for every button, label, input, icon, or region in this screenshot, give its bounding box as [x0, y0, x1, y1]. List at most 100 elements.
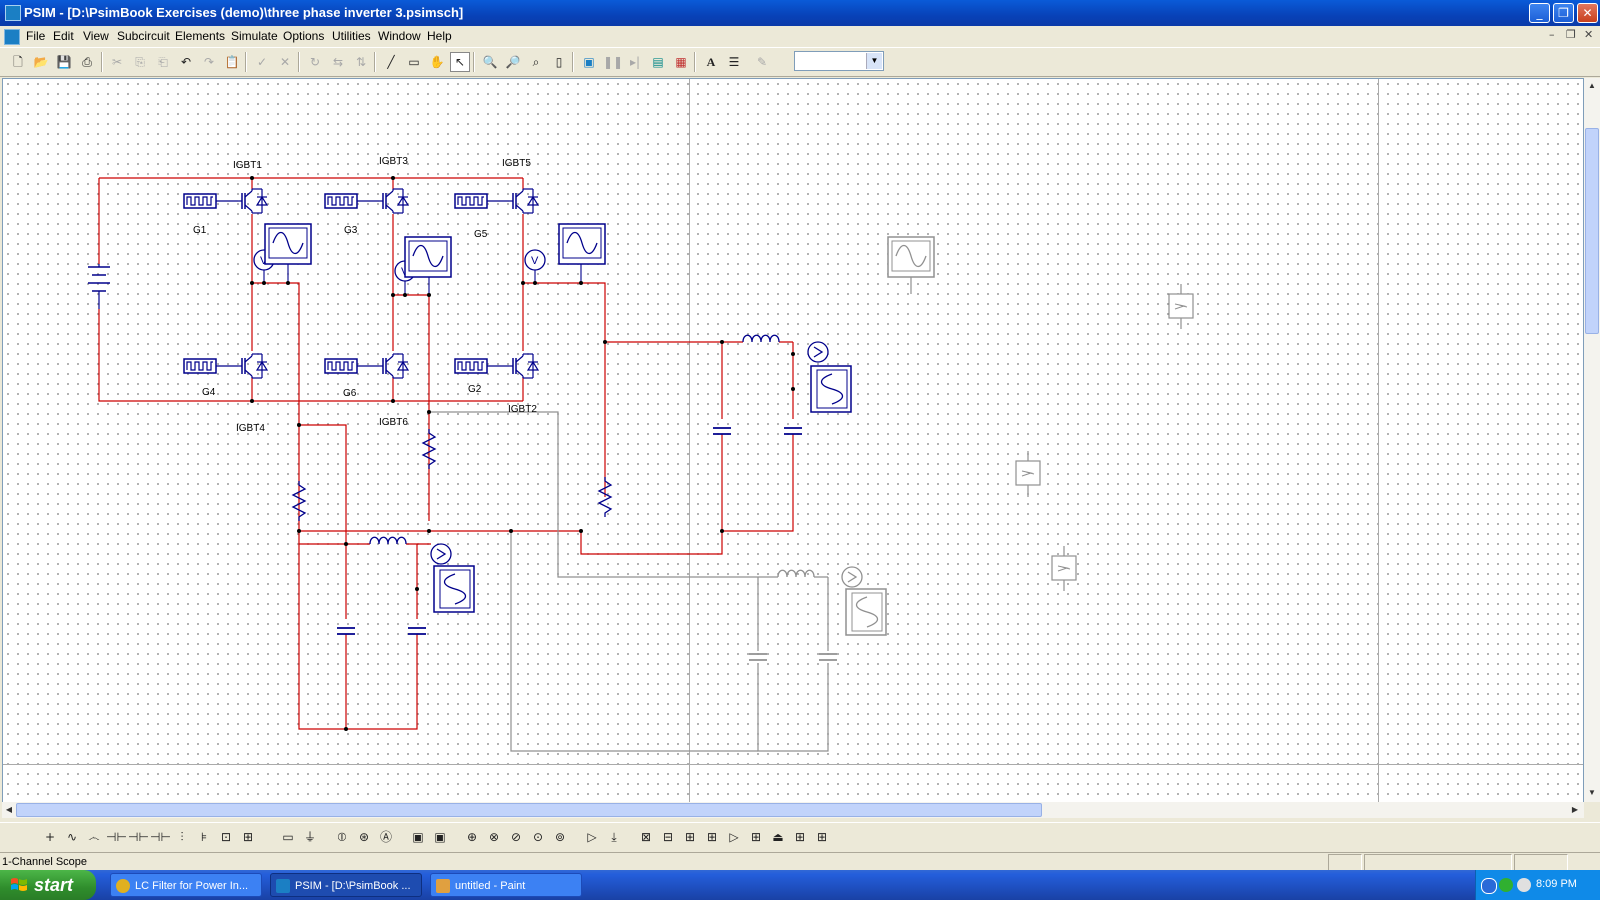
limiter-icon[interactable]: ⊚	[554, 830, 566, 844]
dropdown-arrow-icon[interactable]: ▼	[866, 53, 882, 69]
inductor-icon[interactable]: ෴	[88, 830, 100, 844]
redo-icon[interactable]: ↷	[203, 55, 215, 69]
gate-icon[interactable]: ⊘	[510, 830, 522, 844]
menu-file[interactable]: File	[26, 29, 46, 43]
scroll-left-icon[interactable]: ◀	[5, 805, 13, 814]
op-amp-icon[interactable]: ⊗	[488, 830, 500, 844]
text-icon[interactable]: A	[706, 55, 716, 69]
mdi-close-button[interactable]: ✕	[1584, 28, 1594, 41]
document-icon[interactable]	[4, 29, 20, 45]
scroll-up-icon[interactable]: ▲	[1588, 81, 1596, 90]
save-icon[interactable]: 💾	[56, 55, 72, 69]
print-icon[interactable]: ⎙	[82, 55, 92, 69]
page-icon[interactable]: ▯	[555, 55, 563, 69]
probe-icon[interactable]: ⊕	[466, 830, 478, 844]
rlc-icon[interactable]: ⊣⊢	[128, 830, 149, 844]
menu-view[interactable]: View	[83, 29, 109, 43]
new-icon[interactable]: 🗋	[13, 55, 23, 69]
diode-icon[interactable]: ⊣⊢	[150, 830, 171, 844]
minimize-button[interactable]: _	[1529, 3, 1550, 23]
maximize-button[interactable]: ❐	[1553, 3, 1574, 23]
select-icon[interactable]: ↖	[450, 52, 470, 72]
clipboard-icon[interactable]: 📋	[224, 55, 240, 69]
taskbar-item-lc-filter[interactable]: LC Filter for Power In...	[110, 873, 262, 897]
copy-icon[interactable]: ⎘	[135, 55, 145, 69]
scroll-right-icon[interactable]: ▶	[1571, 805, 1579, 814]
pi-controller-icon[interactable]: ▷	[587, 830, 597, 844]
zoom-out-icon[interactable]: 🔎	[505, 55, 521, 69]
divider-icon[interactable]: ⊟	[662, 830, 674, 844]
menu-help[interactable]: Help	[427, 29, 452, 43]
delay-icon[interactable]: ▷	[729, 830, 739, 844]
cross-icon[interactable]: ✕	[279, 55, 291, 69]
rotate-icon[interactable]: ↻	[309, 55, 321, 69]
dc-source-icon[interactable]: ⏚	[303, 830, 316, 844]
step-icon[interactable]: ▸|	[629, 55, 641, 69]
horizontal-scroll-thumb[interactable]	[16, 803, 1042, 817]
ac-source-icon[interactable]: ⦶	[337, 830, 347, 844]
sampler-icon[interactable]: ⊞	[706, 830, 718, 844]
scroll-down-icon[interactable]: ▼	[1588, 788, 1596, 797]
thyristor-icon[interactable]: ⫶	[180, 830, 184, 844]
menu-elements[interactable]: Elements	[175, 29, 226, 43]
zoom-fit-icon[interactable]: ⌕	[532, 55, 540, 69]
voltmeter-icon[interactable]: Ⓐ	[379, 830, 392, 844]
mdi-minimize-button[interactable]: –	[1549, 28, 1555, 41]
menu-edit[interactable]: Edit	[53, 29, 74, 43]
param-file-icon[interactable]: ⊞	[816, 830, 828, 844]
vertical-scrollbar[interactable]: ▲ ▼	[1584, 78, 1600, 802]
summer-icon[interactable]: ⤓	[611, 830, 617, 844]
taskbar-item-psim[interactable]: PSIM - [D:\PsimBook ...	[270, 873, 422, 897]
menu-utilities[interactable]: Utilities	[332, 29, 371, 43]
menu-subcircuit[interactable]: Subcircuit	[117, 29, 170, 43]
subcircuit-icon[interactable]: ⊞	[794, 830, 806, 844]
undo-icon[interactable]: ↶	[180, 55, 192, 69]
pan-icon[interactable]: ✋	[429, 55, 445, 69]
pause-icon[interactable]: ❚❚	[603, 55, 624, 69]
flip-horizontal-icon[interactable]: ⇆	[332, 55, 344, 69]
ground-icon[interactable]: +	[44, 830, 56, 844]
menu-window[interactable]: Window	[378, 29, 421, 43]
transformer-icon[interactable]: ▭	[282, 830, 294, 844]
horizontal-scrollbar[interactable]: ◀ ▶	[2, 802, 1584, 818]
cut-icon[interactable]: ✂	[111, 55, 123, 69]
resistor-icon[interactable]: ∿	[66, 830, 78, 844]
pen-icon[interactable]: ✎	[756, 55, 768, 69]
close-button[interactable]: ✕	[1577, 3, 1598, 23]
vertical-scroll-thumb[interactable]	[1585, 128, 1599, 334]
tray-arrow-icon[interactable]	[1481, 878, 1497, 894]
open-icon[interactable]: 📂	[33, 55, 49, 69]
check-icon[interactable]: ✓	[256, 55, 268, 69]
zoom-in-icon[interactable]: 🔍	[482, 55, 498, 69]
clock[interactable]: 8:09 PM	[1536, 878, 1577, 890]
igbt-icon[interactable]: ⊧	[200, 830, 208, 844]
label-icon[interactable]: ▭	[408, 55, 420, 69]
comparator-icon[interactable]: ⊙	[532, 830, 544, 844]
paste-icon[interactable]: ⎗	[158, 55, 168, 69]
psim-app-icon[interactable]	[5, 5, 21, 21]
filter-icon[interactable]: ⊞	[750, 830, 762, 844]
abc-dqo-icon[interactable]: ⊞	[684, 830, 696, 844]
start-button[interactable]: start	[0, 870, 96, 900]
run-simulation-icon[interactable]: ▣	[583, 55, 595, 69]
mdi-restore-button[interactable]: ❐	[1566, 28, 1576, 41]
menu-options[interactable]: Options	[283, 29, 325, 43]
switch-icon[interactable]: ⊞	[242, 830, 254, 844]
tray-app-icon[interactable]	[1499, 878, 1513, 892]
properties-icon[interactable]: ☰	[728, 55, 740, 69]
wire-icon[interactable]: ╱	[387, 55, 395, 69]
scope-icon[interactable]: ▣	[434, 830, 446, 844]
current-source-icon[interactable]: ⊛	[358, 830, 370, 844]
simview-icon[interactable]: ▤	[652, 55, 664, 69]
menu-simulate[interactable]: Simulate	[231, 29, 278, 43]
ammeter-icon[interactable]: ▣	[412, 830, 424, 844]
run-simview-icon[interactable]: ▦	[675, 55, 687, 69]
multiplier-icon[interactable]: ⊠	[640, 830, 652, 844]
tray-volume-icon[interactable]	[1517, 878, 1531, 892]
label-node-icon[interactable]: ⏏	[772, 830, 784, 844]
taskbar-item-paint[interactable]: untitled - Paint	[430, 873, 582, 897]
capacitor-icon[interactable]: ⊣⊢	[106, 830, 127, 844]
zoom-select[interactable]: ▼	[794, 51, 884, 71]
flip-vertical-icon[interactable]: ⇅	[355, 55, 367, 69]
mosfet-icon[interactable]: ⊡	[220, 830, 232, 844]
